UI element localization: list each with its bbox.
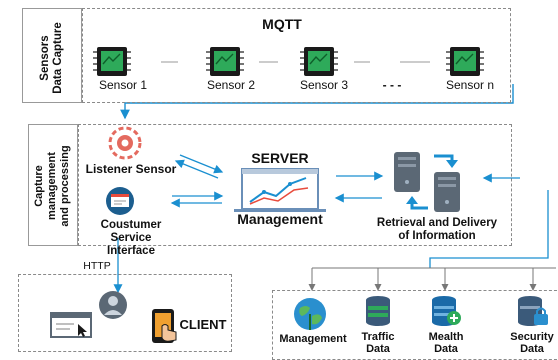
- retrieval-to-stores-line: [429, 190, 549, 268]
- server-monitor-icon: [234, 168, 326, 217]
- sensor-n-chip-icon: [446, 44, 484, 85]
- store-management-label: Management: [279, 333, 347, 345]
- http-label: HTTP: [83, 260, 111, 272]
- mobile-touch-icon: [150, 308, 180, 349]
- browser-window-icon: [50, 312, 94, 343]
- customer-service-icon: [100, 185, 142, 222]
- listener-to-server-arrow: [179, 154, 224, 174]
- store-security-label: Security Data: [510, 331, 554, 355]
- server-title: SERVER: [251, 150, 309, 166]
- client-label: CLIENT: [179, 317, 227, 332]
- server-stack-icon: [390, 148, 474, 221]
- store-health-label: Mealth Data: [428, 331, 464, 355]
- management-globe-icon: [292, 296, 328, 337]
- server-to-listener-arrow: [174, 159, 219, 179]
- security-database-lock-icon: [515, 294, 551, 333]
- user-avatar-icon: [98, 290, 128, 325]
- sensor-3-label: Sensor 3: [299, 78, 349, 92]
- server-subtitle: Management: [237, 211, 323, 227]
- data-capture-label-box: [22, 8, 82, 103]
- processing-title: Capture management and processing: [33, 145, 71, 227]
- traffic-database-icon: [362, 294, 394, 333]
- store-traffic-label: Traffic Data: [361, 331, 395, 355]
- retrieval-label: Retrieval and Delivery of Information: [376, 217, 498, 242]
- listener-sensor-icon: [104, 125, 146, 166]
- processing-section: [78, 124, 512, 246]
- client-section: [18, 274, 232, 352]
- data-capture-section: [82, 8, 511, 103]
- sensor-n-label: Sensor n: [445, 78, 495, 92]
- sensor-ellipsis: - - -: [382, 78, 402, 92]
- sensor-to-listener-line: [120, 84, 514, 120]
- sensor-3-chip-icon: [300, 44, 338, 85]
- sensor-1-label: Sensor 1: [98, 78, 148, 92]
- data-capture-title: Sensors Data Capture: [39, 22, 64, 94]
- sensor-1-chip-icon: [93, 44, 131, 85]
- customer-service-label: Coustumer Service Interface: [100, 219, 162, 257]
- health-database-plus-icon: [429, 294, 463, 333]
- mqtt-label: MQTT: [262, 16, 302, 32]
- listener-sensor-label: Listener Sensor: [85, 162, 177, 176]
- sensor-2-label: Sensor 2: [206, 78, 256, 92]
- sensor-2-chip-icon: [206, 44, 244, 85]
- processing-label-box: [28, 124, 78, 246]
